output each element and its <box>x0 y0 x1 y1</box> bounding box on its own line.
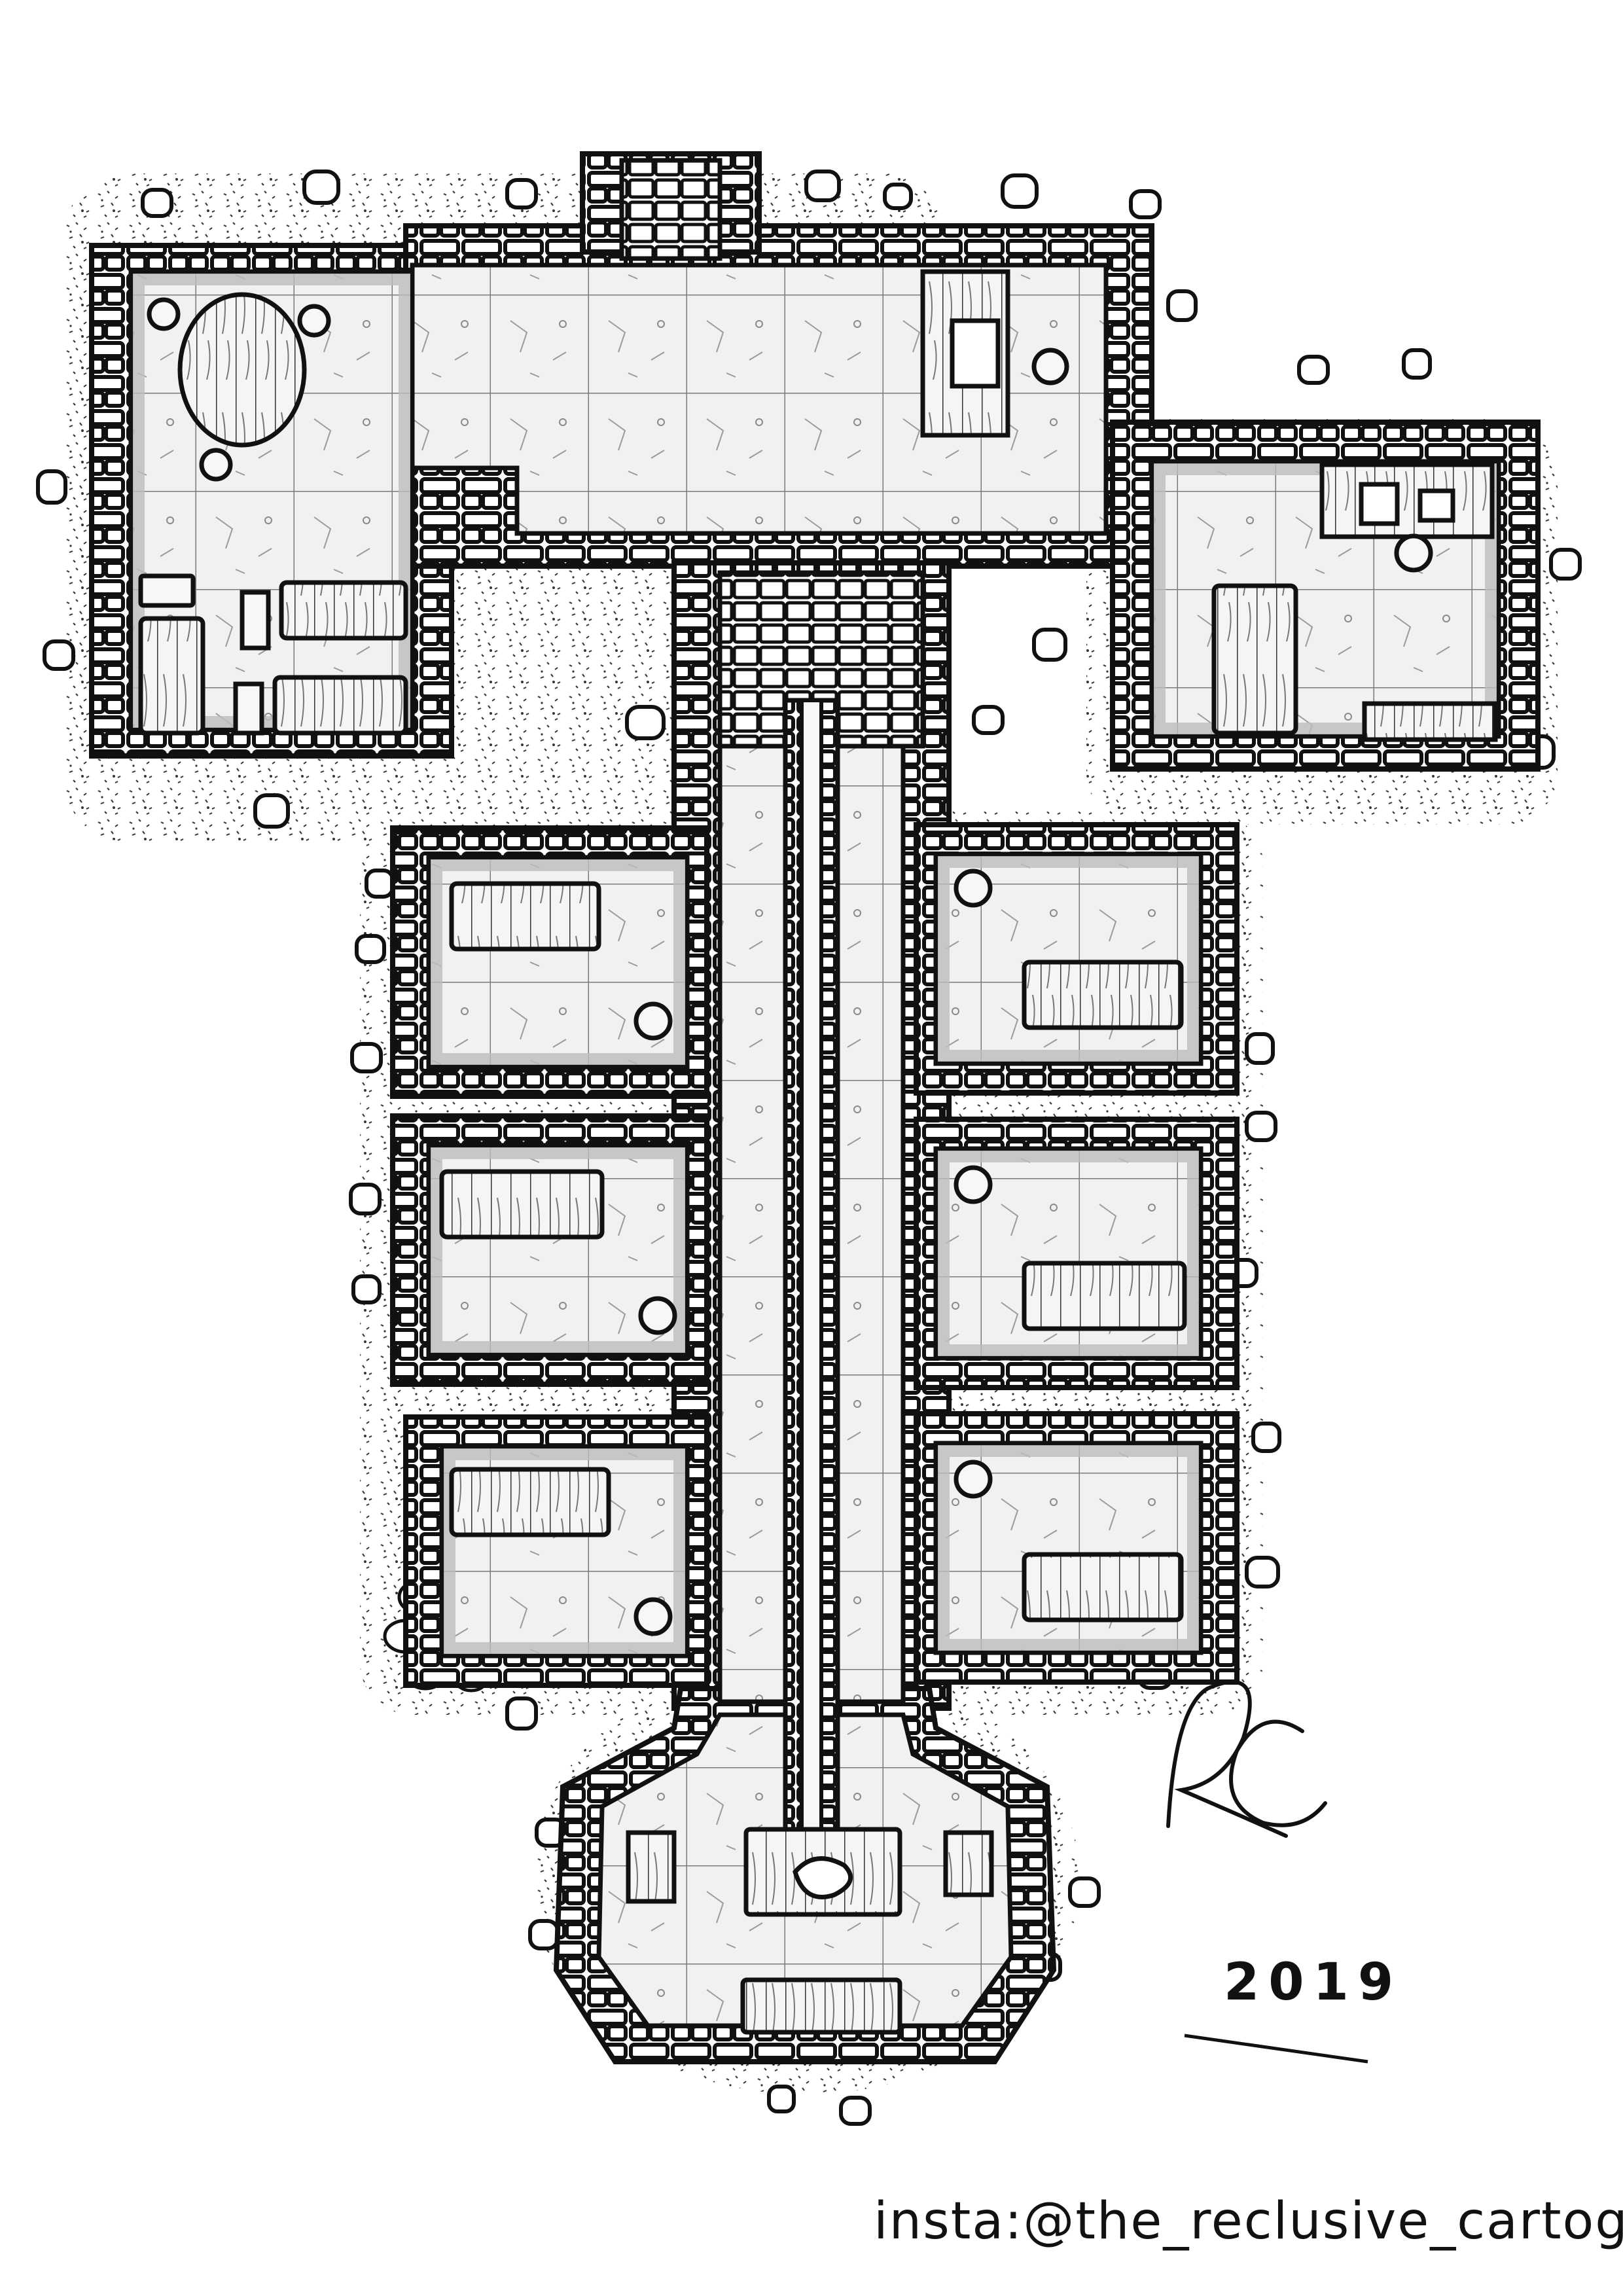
bench <box>279 580 408 641</box>
cell-bed <box>449 1467 611 1537</box>
cell-bed <box>1022 1552 1184 1623</box>
crate <box>138 573 196 608</box>
loose-rocks <box>36 170 1582 2126</box>
stool <box>1031 348 1069 386</box>
signature-underline <box>1184 2034 1368 2064</box>
chair <box>943 1830 994 1897</box>
crate <box>1362 701 1498 742</box>
signature-year: 2019 <box>1224 1953 1402 2012</box>
chamber-pot <box>954 869 993 908</box>
cell-bed <box>449 881 601 952</box>
desk <box>1319 462 1495 539</box>
paper <box>1418 488 1455 523</box>
chamber-pot <box>633 1001 673 1041</box>
paper <box>1359 482 1400 526</box>
paper <box>950 318 1001 389</box>
stool <box>297 304 331 338</box>
central-channel <box>783 698 840 1835</box>
crate <box>233 681 264 736</box>
bench <box>138 616 205 736</box>
chair <box>626 1830 677 1904</box>
wall-shadows <box>133 274 1497 1654</box>
chamber-pot <box>954 1460 993 1499</box>
round-table <box>177 292 307 448</box>
cell-bed <box>439 1169 605 1240</box>
stool <box>147 297 181 331</box>
crate <box>240 590 271 651</box>
cell-bed <box>1022 960 1184 1030</box>
instagram-credit: insta:@the_reclusive_cartographer <box>874 2192 1623 2251</box>
stool <box>1394 533 1433 573</box>
cell-bed <box>1022 1261 1187 1331</box>
bench <box>740 1977 902 2035</box>
chamber-pot <box>633 1597 673 1636</box>
signature-mark: 2019 <box>1166 1679 1402 2064</box>
signature-initials-drawing <box>1166 1679 1327 1838</box>
chamber-pot <box>638 1296 677 1335</box>
stool <box>199 448 233 482</box>
chamber-pot <box>954 1165 993 1204</box>
bed <box>1211 583 1298 736</box>
food <box>793 1856 853 1899</box>
bench <box>272 675 408 736</box>
furniture <box>138 269 1498 2035</box>
